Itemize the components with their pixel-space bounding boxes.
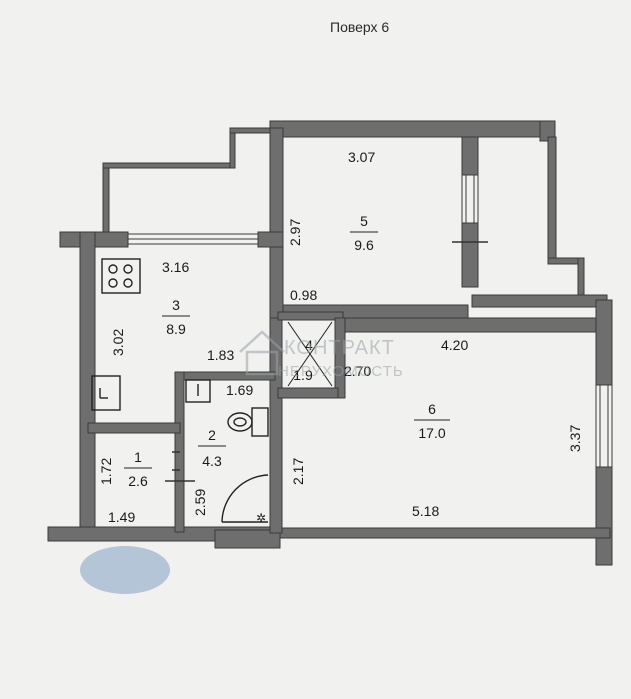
closet-bottom-wall — [277, 387, 339, 399]
balcony-wall-left — [102, 164, 110, 236]
kitchen-top-wall-right — [257, 231, 284, 248]
closet-right-wall — [334, 317, 346, 399]
dim-3-37: 3.37 — [567, 425, 583, 452]
room5-area: 9.6 — [354, 237, 374, 253]
bottom-wall-notch — [214, 529, 281, 549]
room6-upper-right-wall — [471, 294, 608, 308]
room5-number: 5 — [360, 213, 368, 229]
blurred-patch — [80, 546, 170, 594]
dim-3-02: 3.02 — [110, 329, 126, 356]
stove-burner-icon — [123, 264, 133, 274]
right-upper-wall — [547, 136, 557, 263]
room4-number: 4 — [305, 337, 313, 353]
stove-burner-icon — [108, 264, 118, 274]
room3-area: 8.9 — [166, 321, 186, 337]
dimension-labels: 3.07 2.97 3.16 3.02 0.98 1.83 1.69 4.20 … — [98, 149, 583, 525]
dim-2-97: 2.97 — [287, 219, 303, 246]
balcony-wall-step — [229, 127, 236, 169]
room1-top-wall — [87, 422, 181, 434]
room1-number: 1 — [134, 449, 142, 465]
bathroom-door-swing-icon — [221, 474, 269, 523]
central-wall — [269, 317, 283, 534]
kitchen-sink-icon — [91, 375, 121, 411]
room5-top-wall — [269, 120, 556, 138]
toilet-seat-icon — [233, 417, 247, 427]
room6-window — [595, 384, 613, 468]
room6-top-wall — [339, 317, 611, 333]
watermark-line2: НЕРУХОМОСТЬ — [278, 363, 404, 380]
toilet-bowl-icon — [227, 412, 253, 432]
watermark-roof-icon — [239, 330, 285, 353]
dim-2-70: 2.70 — [344, 363, 371, 379]
dim-5-18: 5.18 — [412, 503, 439, 519]
bathroom-sink-icon — [185, 379, 211, 403]
closet-top-wall — [277, 311, 344, 321]
dim-2-17: 2.17 — [290, 458, 306, 485]
dim-2-59: 2.59 — [192, 489, 208, 516]
toilet-tank-icon — [251, 407, 269, 437]
walls — [47, 120, 613, 566]
room5-window — [461, 174, 479, 224]
stove-burner-icon — [108, 278, 118, 288]
room-labels: 5 9.6 3 8.9 4 1.9 6 17.0 2 4.3 1 2.6 — [124, 213, 450, 489]
dim-3-16: 3.16 — [162, 259, 189, 275]
room2-number: 2 — [208, 427, 216, 443]
fixtures — [91, 258, 333, 523]
dim-1-72: 1.72 — [98, 458, 114, 485]
watermark-house-icon — [245, 350, 279, 376]
room6-number: 6 — [428, 401, 436, 417]
stove-burner-icon — [123, 278, 133, 288]
watermark: КОНТРАКТ НЕРУХОМОСТЬ — [239, 330, 404, 380]
windows — [127, 174, 613, 468]
room3-number: 3 — [172, 297, 180, 313]
room2-area: 4.3 — [202, 453, 222, 469]
dim-4-20: 4.20 — [441, 337, 468, 353]
room6-area: 17.0 — [418, 425, 445, 441]
dim-3-07: 3.07 — [348, 149, 375, 165]
dim-1-69: 1.69 — [226, 382, 253, 398]
drain-icon: ✲ — [256, 511, 266, 525]
stove-icon — [101, 258, 141, 294]
bottom-wall-right — [269, 527, 611, 539]
room4-area: 1.9 — [293, 367, 313, 383]
left-outer-wall — [79, 231, 96, 533]
balcony-wall-top — [102, 162, 236, 169]
floor-title: Поверх 6 — [330, 19, 389, 35]
watermark-line1: КОНТРАКТ — [284, 337, 395, 359]
dim-1-49: 1.49 — [108, 509, 135, 525]
dimension-ticks — [165, 451, 195, 482]
room5-left-wall — [269, 127, 284, 319]
closet-hatch — [287, 321, 333, 387]
dim-0-98: 0.98 — [290, 287, 317, 303]
room1-area: 2.6 — [128, 473, 148, 489]
dim-1-83: 1.83 — [207, 347, 234, 363]
